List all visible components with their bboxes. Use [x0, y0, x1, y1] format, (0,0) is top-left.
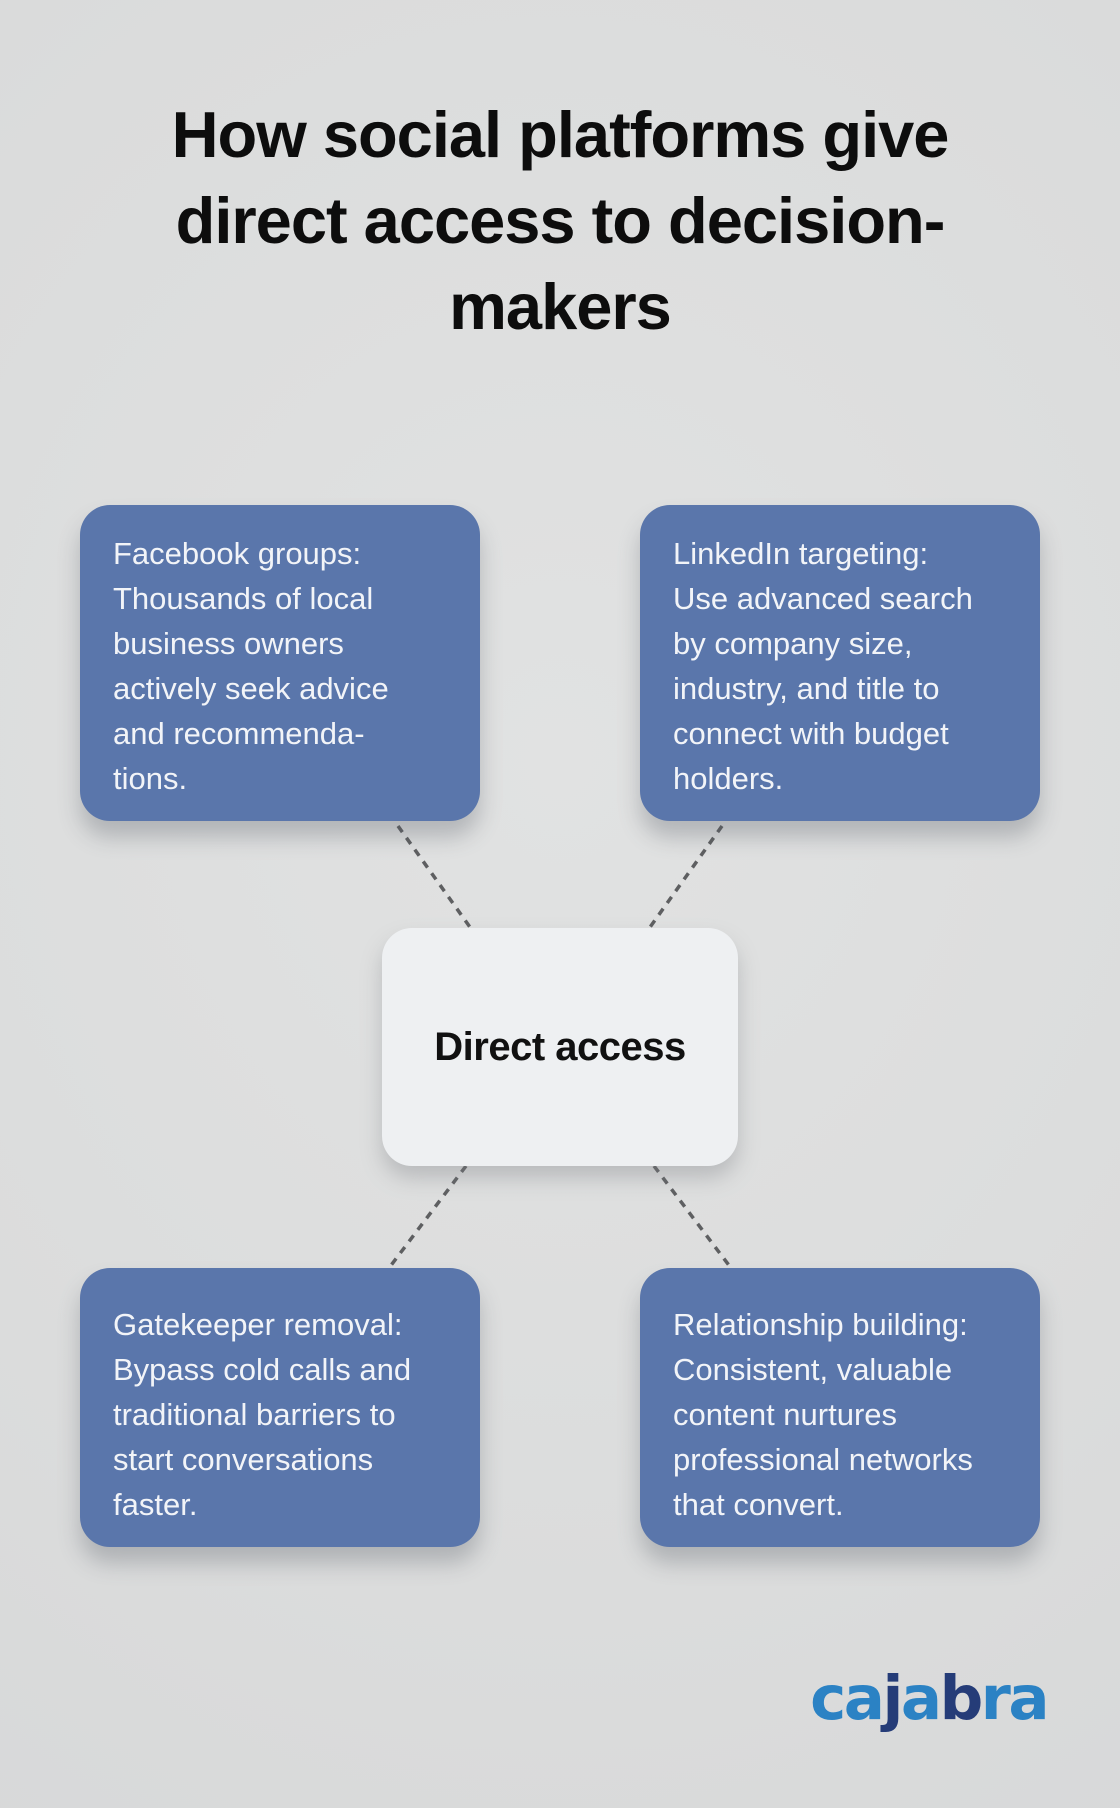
- node-relationship-building-text: Relationship building: Consistent, valua…: [673, 1307, 973, 1522]
- connector-bottom-left: [387, 1164, 468, 1270]
- node-gatekeeper-removal: Gatekeeper removal: Bypass cold calls an…: [80, 1268, 480, 1547]
- connector-top-right: [646, 824, 724, 932]
- logo-letter: c: [810, 1663, 846, 1734]
- connector-bottom-right: [652, 1164, 733, 1270]
- center-node-label: Direct access: [434, 1024, 686, 1069]
- node-facebook-groups: Facebook groups: Thousands of local busi…: [80, 505, 480, 821]
- node-facebook-groups-text: Facebook groups: Thousands of local busi…: [113, 536, 389, 796]
- node-gatekeeper-removal-text: Gatekeeper removal: Bypass cold calls an…: [113, 1307, 412, 1522]
- logo-letter: a: [900, 1663, 942, 1734]
- logo-letter: a: [843, 1663, 885, 1734]
- node-linkedin-targeting: LinkedIn targeting: Use advanced search …: [640, 505, 1040, 821]
- logo-letter: b: [939, 1663, 984, 1734]
- logo-letter: a: [1008, 1663, 1049, 1734]
- connector-top-left: [396, 824, 474, 932]
- node-relationship-building: Relationship building: Consistent, valua…: [640, 1268, 1040, 1547]
- center-node: Direct access: [382, 928, 738, 1166]
- cajabra-logo: cajabra: [810, 1662, 1049, 1735]
- logo-letter: j: [882, 1663, 903, 1734]
- node-linkedin-targeting-text: LinkedIn targeting: Use advanced search …: [673, 536, 973, 796]
- logo-letter: r: [980, 1663, 1011, 1734]
- page-title: How social platforms give direct access …: [171, 98, 950, 343]
